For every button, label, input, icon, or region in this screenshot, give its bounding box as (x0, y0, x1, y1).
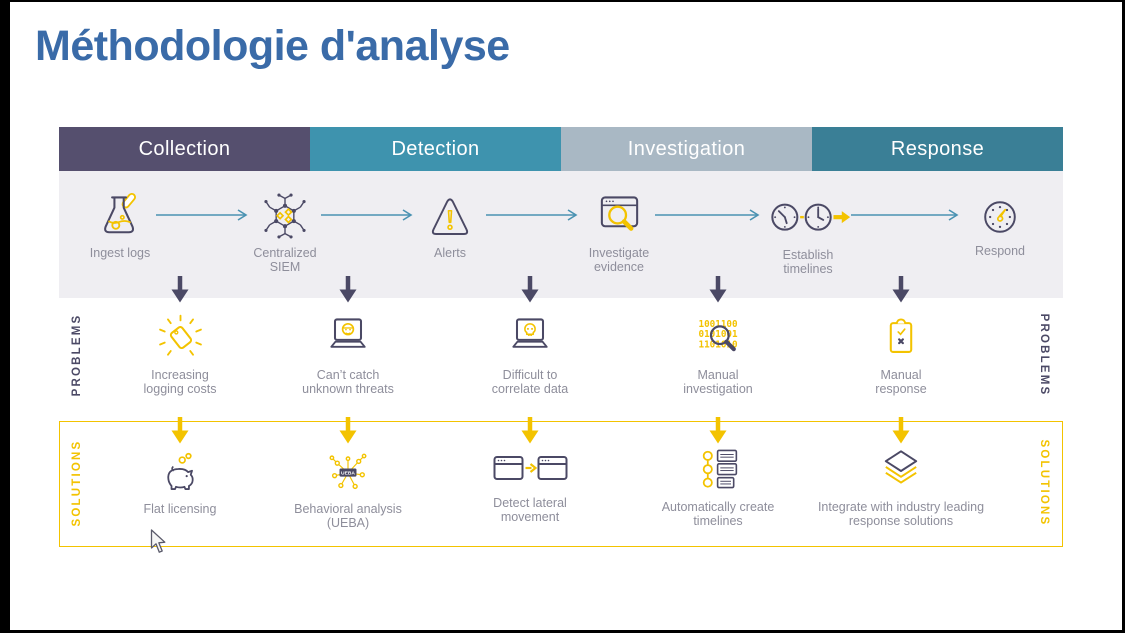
problem-increasing-logging-costs: Increasing logging costs (133, 312, 228, 397)
mouse-cursor (150, 529, 168, 555)
problem-manual-investigation: 1001100 0101001 1101010 Manual investiga… (673, 312, 763, 397)
down-arrow-icon (519, 276, 541, 303)
phase-investigation: Investigation (561, 127, 812, 171)
flow-step-respond: Respond (955, 194, 1045, 258)
flow-step-label: Respond (974, 244, 1026, 258)
solution-flat-licensing: Flat licensing (125, 448, 235, 516)
flow-step-label: Alerts (434, 246, 466, 260)
down-arrow-icon (890, 276, 912, 303)
laptop-burglar-icon (322, 312, 374, 364)
lateral-windows-icon (491, 452, 569, 492)
frame-right (1122, 0, 1125, 633)
layers-icon (876, 446, 926, 496)
frame-bottom (0, 630, 1125, 633)
phase-detection: Detection (310, 127, 561, 171)
yellow-down-arrow-icon (707, 417, 729, 444)
phase-response: Response (812, 127, 1063, 171)
gauge-icon (977, 194, 1023, 240)
flow-arrow-icon (156, 208, 248, 222)
solution-detect-lateral-movement: Detect lateral movement (473, 452, 588, 525)
price-tag-icon (154, 312, 206, 364)
problem-label: Difficult to correlate data (491, 368, 569, 397)
solution-behavioral-analysis-ueba: UEBA Behavioral analysis (UEBA) (283, 448, 413, 531)
browser-search-icon (593, 190, 645, 242)
flow-step-establish-timelines: Establish timelines (765, 194, 851, 277)
flow-step-label: Centralized SIEM (253, 246, 317, 275)
timeline-list-icon (693, 446, 743, 496)
solution-automatically-create-timelines: Automatically create timelines (651, 446, 786, 529)
flow-step-alerts: Alerts (405, 192, 495, 260)
binary-line: 0101001 (699, 329, 738, 340)
binary-line: 1001100 (699, 319, 738, 330)
problems-side-label-right: PROBLEMS (1038, 313, 1050, 397)
yellow-down-arrow-icon (890, 417, 912, 444)
binary-magnifier-icon: 1001100 0101001 1101010 (692, 312, 744, 364)
flow-step-ingest-logs: Ingest logs (70, 190, 170, 260)
solution-integrate-response-solutions: Integrate with industry leading response… (796, 446, 1006, 529)
down-arrow-icon (337, 276, 359, 303)
yellow-down-arrow-icon (519, 417, 541, 444)
flow-step-label: Establish timelines (782, 248, 834, 277)
solution-label: Behavioral analysis (UEBA) (294, 502, 402, 531)
problem-difficult-to-correlate-data: Difficult to correlate data (480, 312, 580, 397)
yellow-down-arrow-icon (337, 417, 359, 444)
problems-side-label-left: PROBLEMS (71, 313, 83, 397)
page-title: Méthodologie d'analyse (35, 22, 510, 70)
flow-arrow-icon (851, 208, 959, 222)
flow-step-investigate-evidence: Investigate evidence (572, 190, 667, 275)
clipboard-icon (875, 312, 927, 364)
flow-arrow-icon (486, 208, 578, 222)
solution-label: Integrate with industry leading response… (817, 500, 985, 529)
problem-manual-response: Manual response (856, 312, 946, 397)
frame-top (0, 0, 1125, 2)
problem-label: Increasing logging costs (143, 368, 217, 397)
flow-arrow-icon (655, 208, 760, 222)
problem-label: Manual investigation (683, 368, 753, 397)
flow-step-centralized-siem: Centralized SIEM (240, 190, 330, 275)
flow-band (59, 171, 1063, 298)
alert-triangle-icon (425, 192, 475, 242)
problem-label: Can’t catch unknown threats (302, 368, 394, 397)
solution-label: Flat licensing (143, 502, 217, 516)
ueba-network-icon: UEBA (323, 448, 373, 498)
problem-cant-catch-unknown-threats: Can’t catch unknown threats (293, 312, 403, 397)
yellow-down-arrow-icon (169, 417, 191, 444)
clocks-icon (765, 194, 851, 244)
solutions-side-label-left: SOLUTIONS (71, 439, 83, 527)
piggy-bank-icon (155, 448, 205, 498)
flow-step-label: Ingest logs (89, 246, 151, 260)
flow-step-label: Investigate evidence (588, 246, 650, 275)
frame-left (0, 0, 10, 633)
flask-icon (94, 190, 146, 242)
phase-header-bar: Collection Detection Investigation Respo… (59, 127, 1063, 171)
solutions-box (59, 421, 1063, 547)
ueba-badge: UEBA (341, 471, 355, 477)
laptop-skull-icon (504, 312, 556, 364)
phase-collection: Collection (59, 127, 310, 171)
solutions-side-label-right: SOLUTIONS (1038, 439, 1050, 527)
solution-label: Automatically create timelines (661, 500, 775, 529)
down-arrow-icon (169, 276, 191, 303)
problem-label: Manual response (875, 368, 927, 397)
network-icon (259, 190, 311, 242)
solution-label: Detect lateral movement (493, 496, 567, 525)
flow-arrow-icon (321, 208, 413, 222)
down-arrow-icon (707, 276, 729, 303)
